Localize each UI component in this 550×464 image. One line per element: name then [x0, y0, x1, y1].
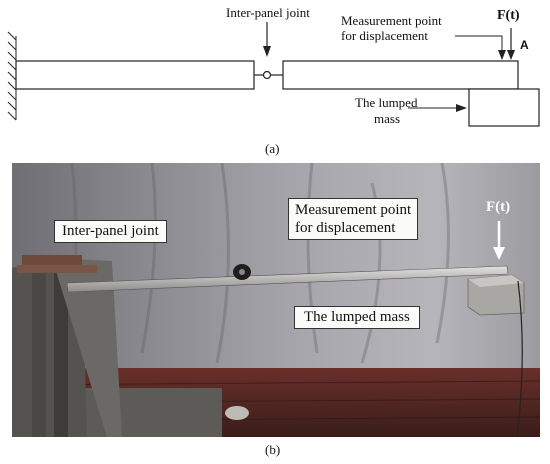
- measurement-arrow: [455, 35, 506, 60]
- point-a-label: A: [520, 38, 529, 52]
- schematic-diagram: Inter-panel joint Measurement point for …: [0, 0, 550, 160]
- photo-drawing: [12, 163, 540, 437]
- caption-b: (b): [265, 442, 281, 457]
- mass-label-line1: The lumped: [355, 95, 418, 110]
- photo-measurement-line1: Measurement point: [295, 202, 412, 218]
- force-arrow: [507, 28, 515, 60]
- mass-arrow: [408, 104, 467, 112]
- photo-measurement-callout: Measurement point for displacement: [288, 198, 419, 240]
- photo-mass-callout: The lumped mass: [294, 306, 420, 329]
- joint-label: Inter-panel joint: [226, 5, 310, 20]
- right-panel: [282, 60, 519, 90]
- beam: [66, 265, 509, 293]
- measurement-label-line1: Measurement point: [341, 13, 442, 28]
- lumped-mass-block: [468, 88, 540, 127]
- test-rig-frame: [12, 255, 122, 437]
- photo-force-arrow: [493, 221, 505, 260]
- fixed-support: [7, 31, 17, 121]
- caption-a: (a): [265, 141, 280, 156]
- photo-measurement-line2: for displacement: [295, 220, 396, 236]
- photo-joint-callout: Inter-panel joint: [54, 220, 167, 243]
- measurement-label-line2: for displacement: [341, 28, 428, 43]
- photo-force-label: F(t): [486, 199, 511, 215]
- experimental-photo: Inter-panel joint Measurement point for …: [12, 163, 540, 437]
- force-label: F(t): [497, 8, 520, 23]
- schematic-drawing: [7, 22, 540, 127]
- joint-hinge: [262, 70, 272, 80]
- mass-label-line2: mass: [374, 111, 400, 126]
- joint-arrow: [263, 22, 271, 57]
- left-panel: [15, 60, 255, 90]
